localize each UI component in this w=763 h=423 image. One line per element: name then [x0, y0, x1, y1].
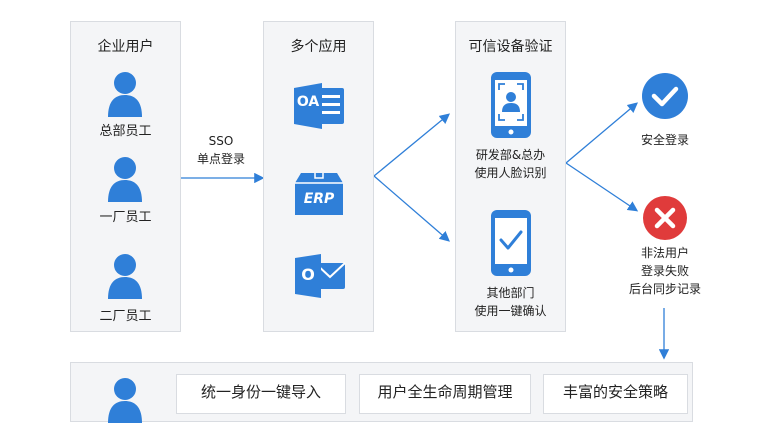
- feature-lifecycle-management: 用户全生命周期管理: [359, 374, 531, 414]
- oa-icon-text: OA: [296, 94, 320, 110]
- apps-panel-title: 多个应用: [290, 39, 347, 55]
- sso-label-line1: SSO: [208, 134, 234, 148]
- users-panel: 企业用户 总部员工 一厂员工 二厂员工: [70, 21, 181, 332]
- user-label-plant2: 二厂员工: [99, 309, 152, 324]
- person-icon: [106, 253, 144, 299]
- sso-label: SSO 单点登录: [188, 132, 254, 168]
- arrow-apps-to-confirm: [373, 175, 450, 242]
- arrow-verify-to-success: [565, 102, 638, 164]
- fail-label: 非法用户 登录失败 后台同步记录: [615, 244, 715, 298]
- outlook-icon: O: [293, 253, 347, 299]
- verify-panel: 可信设备验证 研发部&总办 使用人脸识别 其他部门 使用一键确认: [455, 21, 566, 332]
- person-icon: [106, 156, 144, 202]
- face-verify-line1: 研发部&总办: [475, 148, 546, 162]
- confirm-verify-line1: 其他部门: [486, 286, 535, 300]
- person-icon: [106, 377, 144, 423]
- success-label: 安全登录: [640, 133, 689, 147]
- erp-icon: ERP: [293, 169, 345, 219]
- users-panel-title: 企业用户: [97, 39, 154, 55]
- sso-label-line2: 单点登录: [196, 152, 245, 166]
- flow-connectors: [181, 102, 670, 360]
- arrow-verify-to-fail: [565, 162, 639, 212]
- outlook-icon-text: O: [301, 265, 315, 284]
- erp-icon-text: ERP: [303, 191, 335, 207]
- fail-label-line2: 登录失败: [640, 264, 689, 278]
- face-verify-label: 研发部&总办 使用人脸识别: [456, 146, 565, 182]
- oa-icon: OA: [292, 82, 348, 130]
- user-label-hq: 总部员工: [99, 124, 152, 139]
- face-verify-line2: 使用人脸识别: [474, 166, 547, 180]
- fail-label-line3: 后台同步记录: [628, 282, 701, 296]
- fail-label-line1: 非法用户: [640, 246, 689, 260]
- apps-panel: 多个应用 OA ERP O: [263, 21, 374, 332]
- check-circle-icon: [641, 72, 689, 120]
- check-phone-icon: [489, 208, 533, 278]
- feature-security-policy: 丰富的安全策略: [543, 374, 688, 414]
- person-icon: [106, 71, 144, 117]
- cross-circle-icon: [642, 195, 688, 241]
- confirm-verify-label: 其他部门 使用一键确认: [456, 284, 565, 320]
- face-id-phone-icon: [489, 70, 533, 140]
- confirm-verify-line2: 使用一键确认: [474, 304, 547, 318]
- arrow-apps-to-face: [373, 113, 451, 177]
- user-label-plant1: 一厂员工: [99, 210, 152, 225]
- verify-panel-title: 可信设备验证: [468, 39, 553, 55]
- feature-identity-import: 统一身份一键导入: [176, 374, 346, 414]
